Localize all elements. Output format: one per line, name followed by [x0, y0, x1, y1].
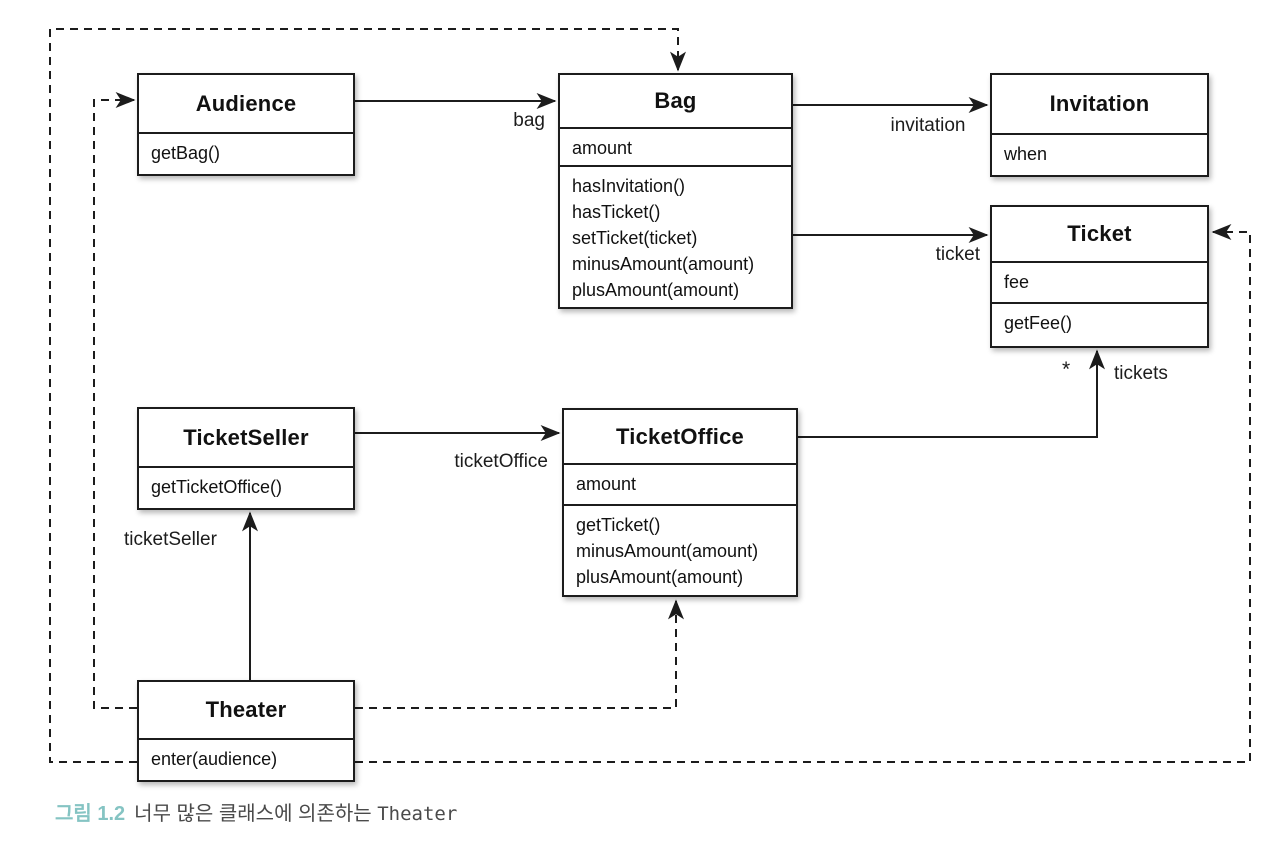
- methods-theater: enter(audience): [139, 738, 353, 780]
- method: plusAmount(amount): [572, 280, 740, 300]
- figure-number: 그림 1.2: [55, 803, 126, 825]
- attribute: amount: [576, 474, 637, 494]
- class-name-audience: Audience: [195, 90, 297, 116]
- figure-caption: 그림 1.2 너무 많은 클래스에 의존하는 Theater: [55, 797, 457, 826]
- attributes-ticketoffice: amount: [564, 463, 796, 504]
- method: getTicketOffice(): [151, 477, 283, 497]
- method: minusAmount(amount): [576, 541, 759, 561]
- edge-label-ticketoffice: ticketOffice: [454, 451, 548, 472]
- edge-theater-ticketoffice-dashed: [355, 599, 684, 709]
- class-name-theater: Theater: [205, 697, 287, 722]
- method: setTicket(ticket): [572, 228, 698, 248]
- edge-theater-audience-dashed: [93, 92, 137, 709]
- methods-audience: getBag(): [139, 132, 353, 174]
- edge-label-bag: bag: [513, 110, 545, 131]
- edge-label-tickets: tickets: [1114, 363, 1168, 384]
- class-box-invitation: Invitation when: [990, 73, 1209, 177]
- attributes-invitation: when: [992, 133, 1207, 175]
- method: getTicket(): [576, 515, 661, 535]
- attribute: amount: [572, 138, 633, 158]
- methods-bag: hasInvitation() hasTicket() setTicket(ti…: [560, 165, 791, 307]
- edge-theater-bag-dashed: [49, 28, 686, 763]
- class-name-bag: Bag: [654, 88, 697, 113]
- edge-ticketoffice-ticket: [798, 349, 1105, 438]
- attribute: fee: [1004, 272, 1030, 292]
- method: hasTicket(): [572, 202, 661, 222]
- class-box-theater: Theater enter(audience): [137, 680, 355, 782]
- method: getFee(): [1004, 313, 1073, 333]
- attributes-bag: amount: [560, 127, 791, 165]
- class-box-ticketoffice: TicketOffice amount getTicket() minusAmo…: [562, 408, 798, 597]
- method: getBag(): [151, 143, 221, 163]
- class-name-ticket: Ticket: [1067, 221, 1132, 246]
- attributes-ticket: fee: [992, 261, 1207, 302]
- method: hasInvitation(): [572, 176, 686, 196]
- edge-label-ticket: ticket: [935, 244, 980, 265]
- class-name-ticketseller: TicketSeller: [183, 424, 309, 450]
- class-box-bag: Bag amount hasInvitation() hasTicket() s…: [558, 73, 793, 309]
- attribute: when: [1004, 144, 1048, 164]
- class-box-ticketseller: TicketSeller getTicketOffice(): [137, 407, 355, 510]
- edge-label-tickets-multiplicity: *: [1062, 358, 1071, 381]
- methods-ticket: getFee(): [992, 302, 1207, 346]
- class-box-ticket: Ticket fee getFee(): [990, 205, 1209, 348]
- edge-theater-ticket-dashed: [355, 224, 1251, 763]
- methods-ticketoffice: getTicket() minusAmount(amount) plusAmou…: [564, 504, 796, 595]
- method: minusAmount(amount): [572, 254, 755, 274]
- method: enter(audience): [151, 749, 278, 769]
- methods-ticketseller: getTicketOffice(): [139, 466, 353, 508]
- class-name-invitation: Invitation: [1049, 91, 1150, 116]
- caption-code-word: Theater: [377, 803, 458, 825]
- class-box-audience: Audience getBag(): [137, 73, 355, 176]
- edge-label-invitation: invitation: [890, 115, 966, 136]
- caption-text: 너무 많은 클래스에 의존하는: [134, 803, 378, 825]
- method: plusAmount(amount): [576, 567, 744, 587]
- edge-label-ticketseller: ticketSeller: [124, 529, 217, 550]
- class-name-ticketoffice: TicketOffice: [616, 423, 744, 449]
